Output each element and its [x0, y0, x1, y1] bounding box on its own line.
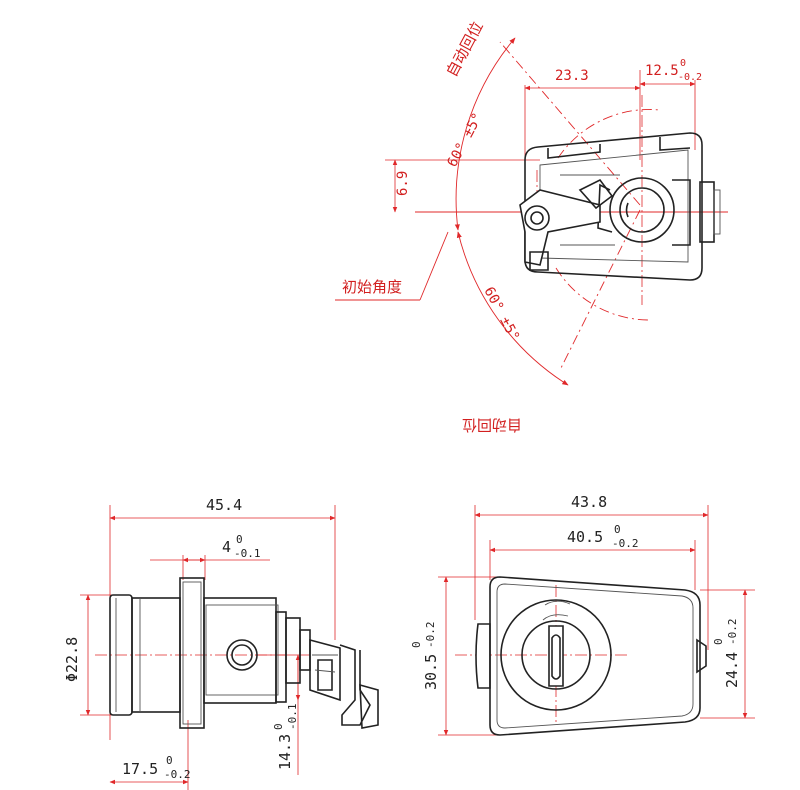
label-angle-top: 60° ±5°	[444, 110, 486, 170]
dim-dia-text: Φ22.8	[63, 637, 81, 682]
lock-front-body	[475, 576, 707, 736]
dim-305-tol-upper: 0	[410, 641, 423, 648]
dim-244-tol-upper: 0	[712, 638, 725, 645]
ray-upper	[499, 41, 641, 206]
dim-69-text: 6.9	[395, 171, 411, 196]
dim-143-tol-upper: 0	[272, 723, 285, 730]
dim-175-tol-lower: -0.2	[164, 768, 191, 781]
label-initial-angle: 初始角度	[342, 278, 402, 296]
dim-244-text: 24.4	[723, 652, 741, 688]
front-view: 43.8 40.5 0 -0.2 30.5 0 -0.2 24.4 0 -0.2	[410, 493, 755, 736]
dim-143-tol-lower: -0.1	[286, 704, 299, 731]
dim-125-tol-lower: -0.2	[678, 72, 702, 83]
dim-305-text: 30.5	[422, 654, 440, 690]
lock-top-body	[519, 132, 721, 281]
rotation-arc-dashed	[557, 109, 661, 159]
initial-leader	[419, 231, 449, 301]
dim-405-tol-upper: 0	[614, 523, 621, 536]
angle-arc-lower	[456, 231, 569, 386]
dim-175-text: 17.5	[122, 760, 158, 778]
label-angle-bottom: 60° ±5°	[480, 284, 522, 344]
dim-438-text: 43.8	[571, 493, 607, 511]
dim-233-text: 23.3	[555, 68, 589, 84]
dim-244-tol-lower: -0.2	[726, 619, 739, 646]
dim-125-text: 12.5	[645, 63, 679, 79]
dim-405-text: 40.5	[567, 528, 603, 546]
label-auto-return-bottom: 自动回位	[462, 416, 522, 434]
dim-125-tol-upper: 0	[680, 58, 686, 69]
dim-405-tol-lower: -0.2	[612, 537, 639, 550]
lock-side-body	[109, 577, 379, 729]
top-view: 23.3 12.5 0 -0.2 6.9 自动回位 60° ±5° 初始角度 6…	[335, 18, 728, 434]
dim-454-text: 45.4	[206, 496, 242, 514]
angle-arc-upper	[454, 37, 516, 231]
dim-305-tol-lower: -0.2	[424, 622, 437, 649]
dim-175-tol-upper: 0	[166, 754, 173, 767]
dim-4-tol-lower: -0.1	[234, 547, 261, 560]
ray-lower	[559, 209, 641, 371]
side-view: 45.4 4 0 -0.1 Φ22.8 14.3 0 -0.1 17.5 0 -…	[63, 496, 379, 790]
label-auto-return-top: 自动回位	[443, 18, 487, 79]
dim-4-tol-upper: 0	[236, 533, 243, 546]
dim-143-text: 14.3	[276, 734, 294, 770]
dim-4-text: 4	[222, 538, 231, 556]
